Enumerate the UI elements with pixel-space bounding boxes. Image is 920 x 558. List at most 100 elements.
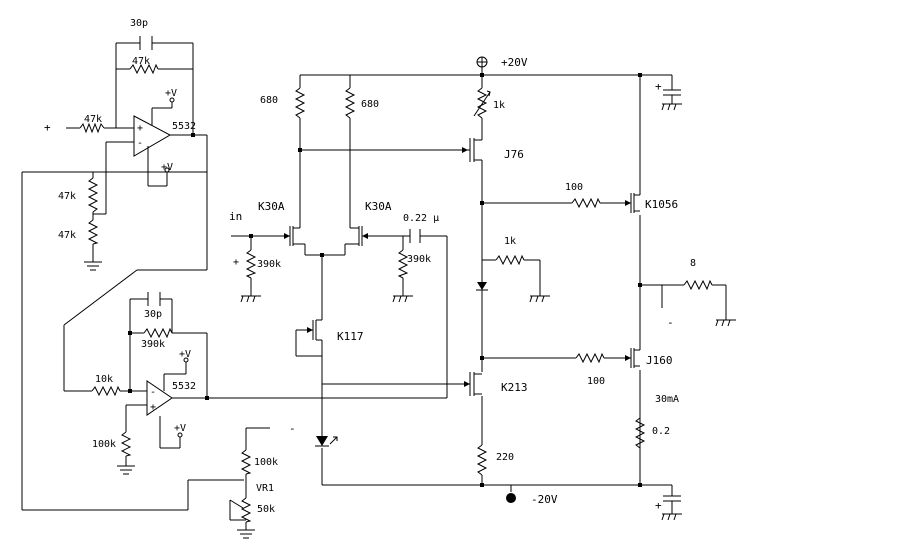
jfet-right <box>344 225 368 248</box>
cap-coupling-label: 0.22 μ <box>403 213 439 224</box>
res-47k-top-feedback-label: 47k <box>132 56 150 67</box>
capacitor-decoupling-top <box>663 89 681 104</box>
plus-in-marker: + <box>233 257 239 268</box>
mosfet-k213 <box>462 372 482 396</box>
ground-icon <box>529 295 550 303</box>
mosfet-k213-label: K213 <box>501 381 528 394</box>
res-0.2-label: 0.2 <box>652 426 670 437</box>
res-100-upper-label: 100 <box>565 182 583 193</box>
ground-icon <box>237 529 255 539</box>
ground-icon <box>240 295 261 303</box>
resistor-8-load <box>683 279 713 291</box>
negative-supply-icon <box>506 485 516 503</box>
res-680-right-label: 680 <box>361 99 379 110</box>
bias-current-label: 30mA <box>655 394 679 405</box>
resistor-390k-left <box>245 249 257 279</box>
resistor-10k <box>91 385 121 397</box>
opamp-top-label: 5532 <box>172 121 196 132</box>
opamp-bottom: - + <box>146 357 189 438</box>
res-390k-left-label: 390k <box>257 259 281 270</box>
resistor-1k-trim <box>476 87 488 119</box>
mosfet-k1056 <box>625 193 640 213</box>
resistor-47k-top-input <box>79 122 105 134</box>
cap-30p-top-label: 30p <box>130 18 148 29</box>
res-8-load-label: 8 <box>690 258 696 269</box>
plus-left-marker: + <box>44 121 51 134</box>
res-220-label: 220 <box>496 452 514 463</box>
capacitor-coupling <box>409 229 421 243</box>
vr-name-label: VR1 <box>256 483 274 494</box>
res-47k-divider-upper-label: 47k <box>58 191 76 202</box>
vplus-bottom-a-label: +V <box>179 349 191 360</box>
mosfet-j76 <box>462 138 483 162</box>
resistor-0.2-sense <box>634 417 646 449</box>
ground-icon <box>661 513 682 521</box>
labels: +20V -20V 30p 47k 47k 5532 +V +V 47k 47k… <box>44 18 696 515</box>
fet-k117-label: K117 <box>337 330 364 343</box>
resistor-390k-bottom-feedback <box>143 327 173 339</box>
ground-icon <box>661 103 682 111</box>
resistor-100k-vr <box>240 449 252 475</box>
svg-text:-: - <box>137 138 143 149</box>
positive-supply-icon <box>476 56 488 75</box>
resistor-100-upper <box>571 197 601 209</box>
capacitor-30p-top <box>139 36 153 50</box>
resistor-1k-mid <box>495 254 525 266</box>
resistor-680-left <box>294 87 306 119</box>
res-1k-trim-label: 1k <box>493 100 505 111</box>
supply-negative-label: -20V <box>531 493 558 506</box>
mosfet-j160-label: J160 <box>646 354 673 367</box>
jfet-left-label: K30A <box>258 200 285 213</box>
jfet-left <box>284 225 306 248</box>
plus-cap-top-marker: + <box>655 80 662 93</box>
resistor-47k-top-feedback <box>129 63 159 75</box>
res-390k-bottom-feedback-label: 390k <box>141 339 165 350</box>
supply-positive-label: +20V <box>501 56 528 69</box>
capacitor-decoupling-bottom <box>663 495 681 514</box>
svg-text:+: + <box>137 123 143 134</box>
resistor-47k-divider-upper <box>87 177 99 213</box>
diode-icon <box>476 282 488 291</box>
resistor-100k-ground <box>120 431 132 457</box>
vr-wiper <box>229 499 244 509</box>
vplus-bottom-b-label: +V <box>174 423 186 434</box>
res-1k-mid-label: 1k <box>504 236 516 247</box>
resistor-50k-vr <box>240 497 252 523</box>
grounds <box>84 103 736 539</box>
led-icon <box>315 420 338 447</box>
fet-k117 <box>296 319 322 341</box>
capacitors <box>139 36 681 514</box>
ground-icon <box>715 319 736 327</box>
cap-30p-bottom-label: 30p <box>144 309 162 320</box>
res-390k-right-label: 390k <box>407 254 431 265</box>
resistor-390k-right <box>397 249 409 279</box>
minus-vr-marker: - <box>289 422 296 435</box>
vplus-top-a-label: +V <box>165 88 177 99</box>
svg-text:-: - <box>150 387 156 398</box>
mosfet-j76-label: J76 <box>504 148 524 161</box>
ground-icon <box>392 295 413 303</box>
res-10k-label: 10k <box>95 374 113 385</box>
mosfet-j160 <box>625 348 640 368</box>
ground-icon <box>117 465 135 475</box>
vplus-top-b-label: +V <box>161 162 173 173</box>
resistors <box>79 63 713 523</box>
opamp-top: + - <box>133 97 175 173</box>
resistor-47k-divider-lower <box>87 219 99 245</box>
mosfet-k1056-label: K1056 <box>645 198 678 211</box>
supply-terminals <box>476 56 516 503</box>
capacitor-30p-bottom <box>147 292 161 306</box>
resistor-680-right <box>344 87 356 119</box>
res-100k-vr-label: 100k <box>254 457 278 468</box>
resistor-220 <box>476 444 488 476</box>
opamp-bottom-label: 5532 <box>172 381 196 392</box>
resistor-100-lower <box>575 352 605 364</box>
input-label: in <box>229 210 242 223</box>
svg-text:+: + <box>150 402 156 413</box>
res-680-left-label: 680 <box>260 95 278 106</box>
wiring <box>21 42 727 530</box>
jfet-right-label: K30A <box>365 200 392 213</box>
res-47k-divider-lower-label: 47k <box>58 230 76 241</box>
res-100k-ground-label: 100k <box>92 439 116 450</box>
